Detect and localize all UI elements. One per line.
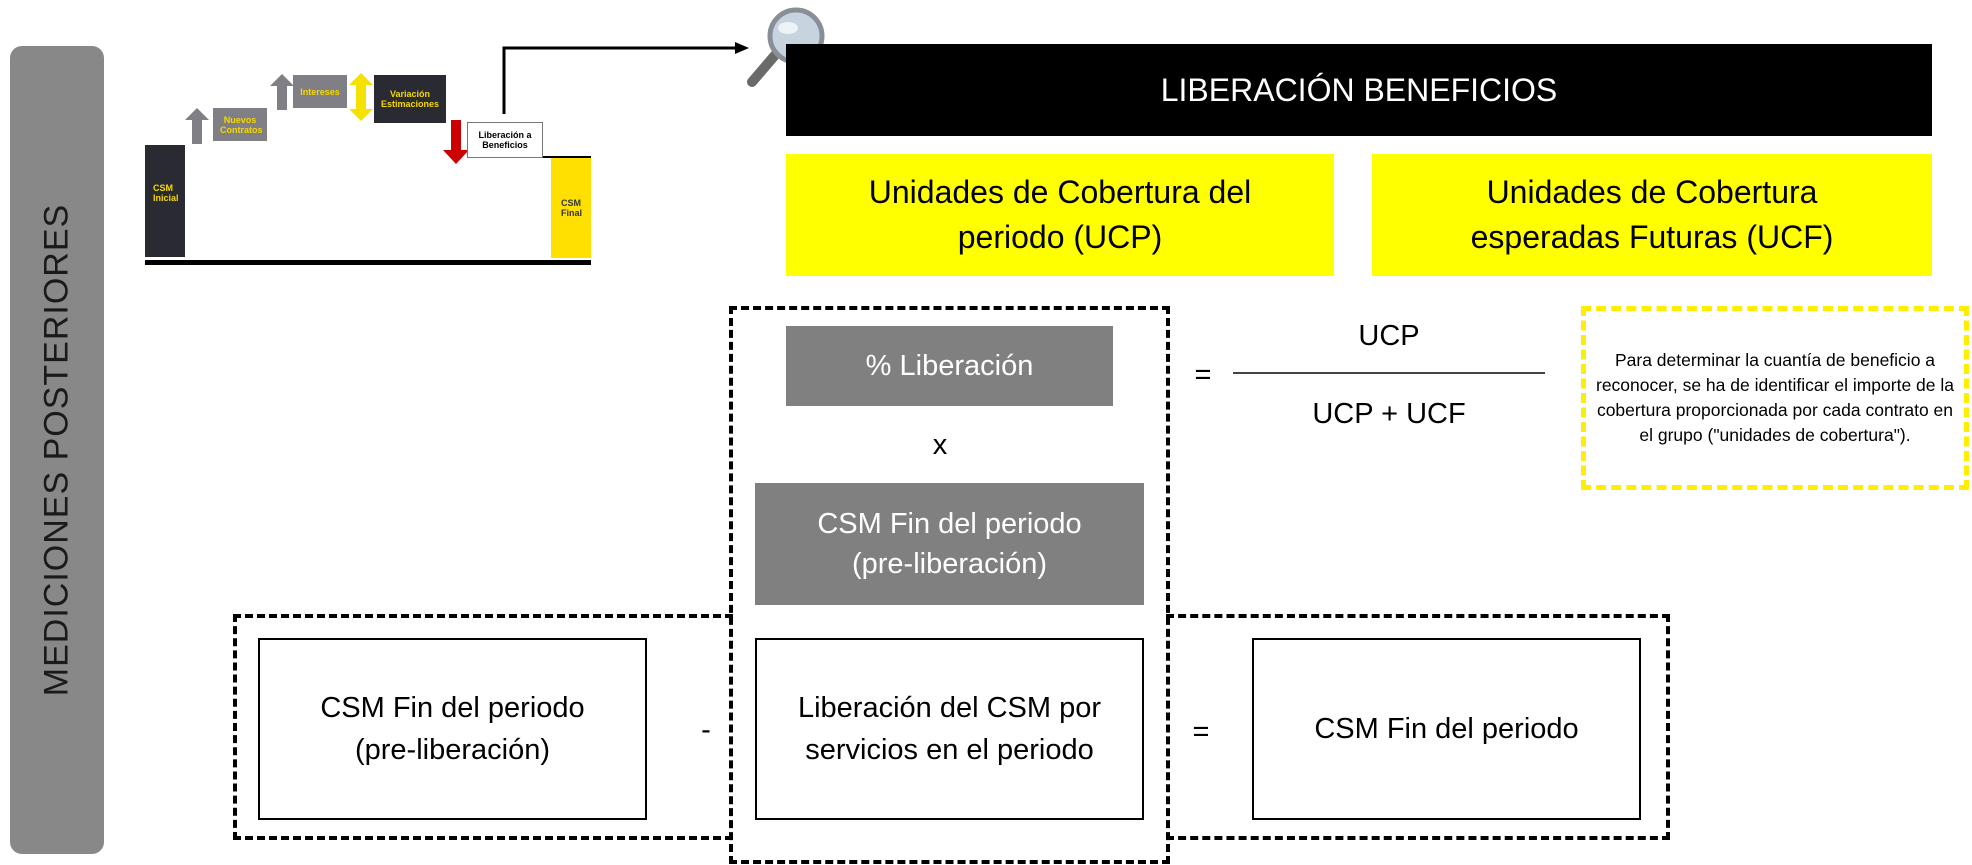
center-dashed-frame [729, 306, 1170, 864]
explanation-note-text: Para determinar la cuantía de beneficio … [1596, 350, 1954, 445]
connector-arrow-icon [502, 42, 749, 114]
variacion-label: Variación Estimaciones [380, 89, 440, 109]
waterfall-baseline [145, 260, 591, 265]
fraction-numerator: UCP [1235, 316, 1543, 356]
fraction-equals-symbol: = [1194, 358, 1212, 391]
variacion-bar: Variación Estimaciones [374, 75, 446, 123]
ucf-box: Unidades de Cobertura esperadas Futuras … [1372, 154, 1932, 276]
denominator-text: UCP + UCF [1312, 397, 1466, 430]
intereses-bar: Intereses [293, 75, 347, 108]
ucf-label: Unidades de Cobertura esperadas Futuras … [1470, 174, 1834, 255]
pct-liberacion-box: % Liberación [786, 326, 1113, 406]
csm-final-bar: CSM Final [551, 158, 591, 258]
csm-fin-label: CSM Fin del periodo [1314, 713, 1579, 745]
page-title: LIBERACIÓN BENEFICIOS [786, 44, 1932, 136]
csm-inicial-bar: CSM Inicial [145, 145, 185, 257]
csm-final-label: CSM Final [561, 198, 583, 218]
fraction-denominator: UCP + UCF [1235, 394, 1543, 434]
sidebar-tab: MEDICIONES POSTERIORES [10, 46, 104, 854]
left-dashed-frame [233, 614, 733, 840]
numerator-text: UCP [1358, 319, 1420, 352]
liberacion-csm-label: Liberación del CSM por servicios en el p… [797, 692, 1102, 766]
explanation-note: Para determinar la cuantía de beneficio … [1581, 306, 1969, 490]
csm-inicial-label: CSM Inicial [153, 183, 179, 203]
page-title-text: LIBERACIÓN BENEFICIOS [1160, 71, 1558, 108]
nuevos-contratos-bar: Nuevos Contratos [213, 108, 267, 141]
csm-pre-liberacion-box: CSM Fin del periodo (pre-liberación) [258, 638, 647, 820]
liberacion-label: Liberación a Beneficios [478, 130, 532, 150]
minus-symbol: - [701, 713, 711, 746]
ucp-box: Unidades de Cobertura del periodo (UCP) [786, 154, 1334, 276]
waterfall-connector [543, 156, 591, 158]
fraction-equals: = [1188, 355, 1218, 395]
csm-pre-liberacion-label: CSM Fin del periodo (pre-liberación) [320, 692, 585, 766]
times-symbol: x [932, 428, 948, 461]
minus-operator: - [691, 710, 721, 750]
sidebar-label: MEDICIONES POSTERIORES [37, 203, 76, 697]
waterfall-diagram: CSM Inicial Nuevos Contratos Intereses V… [140, 55, 600, 270]
ucp-label: Unidades de Cobertura del periodo (UCP) [868, 174, 1252, 255]
liberacion-bar: Liberación a Beneficios [467, 122, 543, 158]
pct-liberacion-label: % Liberación [865, 350, 1034, 382]
double-arrow-icon [349, 73, 373, 121]
up-arrow-icon [185, 108, 209, 144]
times-operator: x [920, 425, 960, 465]
right-dashed-frame [1166, 614, 1670, 840]
bottom-equals-operator: = [1186, 712, 1216, 752]
intereses-label: Intereses [300, 86, 340, 97]
fraction-line [1233, 372, 1545, 374]
bottom-equals-symbol: = [1192, 715, 1210, 748]
csm-pre-box: CSM Fin del periodo (pre-liberación) [755, 483, 1144, 605]
magnifier-icon [747, 7, 825, 87]
down-arrow-icon [443, 120, 469, 164]
csm-fin-box: CSM Fin del periodo [1252, 638, 1641, 820]
nuevos-contratos-label: Nuevos Contratos [220, 114, 263, 135]
csm-pre-label: CSM Fin del periodo (pre-liberación) [817, 508, 1082, 580]
liberacion-csm-box: Liberación del CSM por servicios en el p… [755, 638, 1144, 820]
up-arrow-icon [270, 74, 294, 110]
